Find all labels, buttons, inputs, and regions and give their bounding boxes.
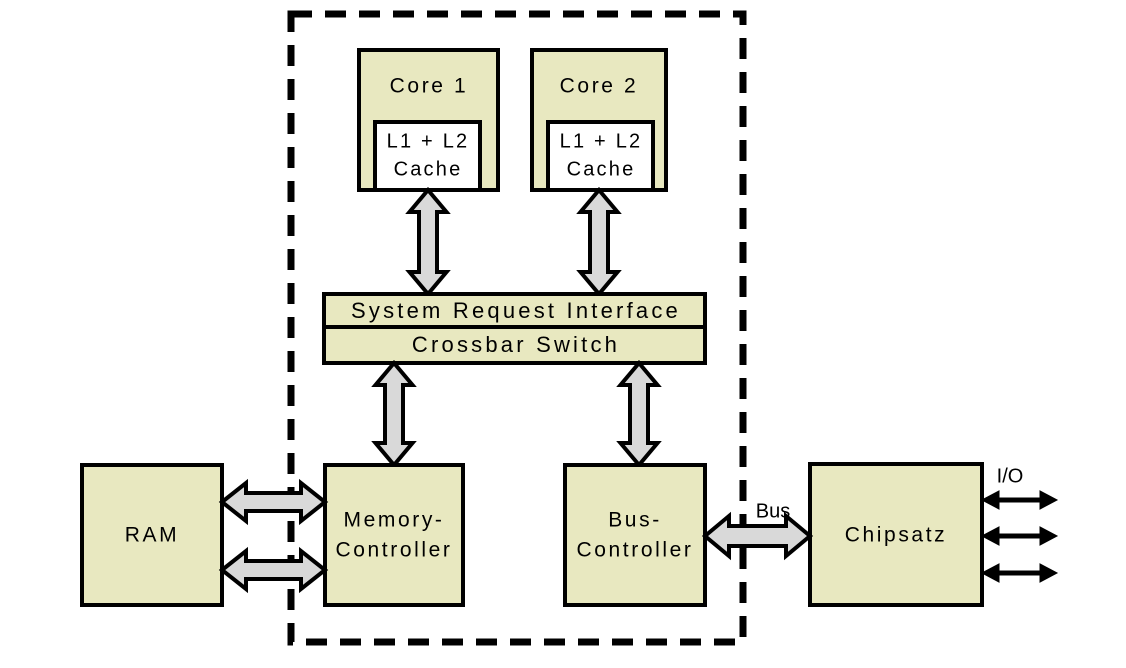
core-2-label: Core 2 xyxy=(560,75,639,98)
system-request-interface-label: System Request Interface xyxy=(351,298,681,323)
crossbar-switch-box[interactable] xyxy=(322,325,707,365)
chipset-label: Chipsatz xyxy=(845,524,948,547)
io-arrow-1 xyxy=(980,490,1059,510)
ram-label: RAM xyxy=(125,524,179,547)
arrow-ram-to-memory-controller-upper xyxy=(218,478,329,526)
core-1-cache-label-line1: L1 + L2 xyxy=(387,130,470,152)
arrow-bus-controller-to-chipset xyxy=(701,511,814,561)
core-1-cache-label-line2: Cache xyxy=(394,158,463,180)
memory-controller-box[interactable] xyxy=(323,463,465,607)
core-2-cache-label-line1: L1 + L2 xyxy=(560,130,643,152)
arrow-core1-to-sri xyxy=(405,186,451,298)
cpu-die-boundary xyxy=(287,10,747,646)
io-arrow-3 xyxy=(980,563,1059,583)
chipset-box[interactable] xyxy=(808,462,984,607)
memory-controller-label-line2: Controller xyxy=(335,539,452,562)
io-label: I/O xyxy=(997,465,1024,487)
bus-connection-label: Bus xyxy=(756,500,790,522)
memory-controller-label-line1: Memory- xyxy=(343,509,444,532)
bus-controller-label-line1: Bus- xyxy=(608,509,662,532)
system-request-interface-box[interactable] xyxy=(322,292,707,329)
arrow-crossbar-to-bus-controller xyxy=(616,359,662,469)
core-1-label: Core 1 xyxy=(390,75,469,98)
arrow-core2-to-sri xyxy=(576,186,622,298)
crossbar-switch-label: Crossbar Switch xyxy=(412,332,620,357)
core-2-cache-label-line2: Cache xyxy=(567,158,636,180)
bus-controller-label-line2: Controller xyxy=(576,539,693,562)
io-arrow-2 xyxy=(980,526,1059,546)
bus-controller-box[interactable] xyxy=(563,463,707,607)
arrow-ram-to-memory-controller-lower xyxy=(218,546,329,594)
core-1-cache-box[interactable] xyxy=(373,120,482,192)
ram-box[interactable] xyxy=(80,463,224,607)
arrow-crossbar-to-memory-controller xyxy=(371,359,417,469)
